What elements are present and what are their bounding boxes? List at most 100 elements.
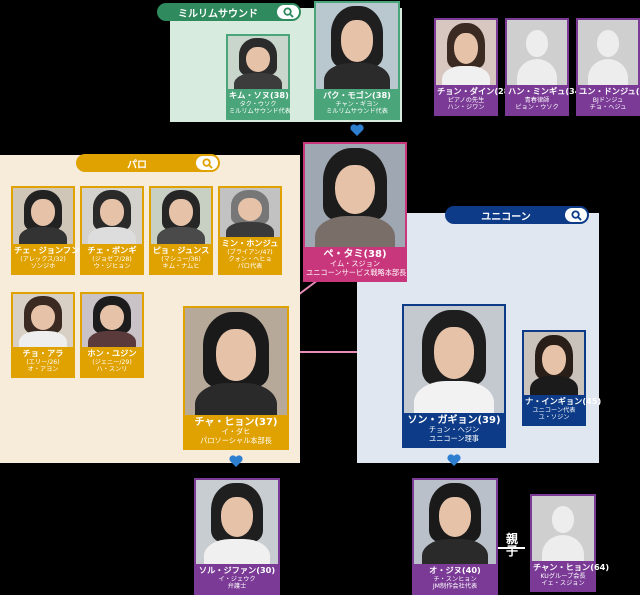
portrait <box>414 480 496 565</box>
portrait <box>305 144 405 247</box>
person-card-min-honju[interactable]: ミン・ホンジュ (ブライアン/47) クォン・ヘヒョ パロ代表 <box>218 186 282 275</box>
portrait <box>532 496 594 562</box>
person-card-na-ingyeong[interactable]: ナ・インギョン(45) ユニコーン代表 ユ・ソジン <box>522 330 602 426</box>
person-card-che-bongi[interactable]: チェ・ボンギ (ジョゼフ/28) ウ・ジヒョン <box>80 186 144 275</box>
person-role: チ・スンヒョン <box>433 575 477 583</box>
portrait <box>507 20 567 86</box>
heart-icon <box>229 455 243 467</box>
search-icon[interactable] <box>565 208 587 222</box>
person-role: イ・ダヒ <box>221 427 251 437</box>
person-role: (ジョゼフ/28) <box>92 255 132 263</box>
person-card-yun-donggu[interactable]: ユン・ドンジュ(24) BJドンジュ チョ・ヘジュ <box>576 18 640 116</box>
person-title: ピョン・ウソク <box>515 103 559 111</box>
person-role: 青春律師 <box>524 96 550 104</box>
portrait <box>185 308 287 415</box>
person-title: ハ・スンリ <box>96 365 128 373</box>
person-name: ナ・インギョン(45) <box>525 396 602 407</box>
portrait <box>578 20 638 86</box>
group-label-mirirum-text: ミルリムサウンド <box>178 8 258 20</box>
person-card-kim-sonu[interactable]: キム・ソヌ(38) タク・ウソク ミルリムサウンド代表 <box>226 34 291 120</box>
person-name: キム・ソヌ(38) <box>229 90 289 101</box>
portrait <box>82 294 142 348</box>
person-card-hon-yujin[interactable]: ホン・ユジン (ジェニー/29) ハ・スンリ <box>80 292 144 378</box>
person-name: チェ・ボンギ <box>87 245 137 256</box>
group-label-palo-text: パロ <box>127 159 147 171</box>
group-label-unicorn[interactable]: ユニコーン <box>445 206 589 224</box>
person-title: イェ・スジョン <box>541 579 585 587</box>
person-title: ミルリムサウンド代表 <box>229 107 291 115</box>
portrait <box>13 188 73 245</box>
person-role: (アレックス/32) <box>20 255 66 263</box>
person-title: ユニコーンサービス戦略本部長 <box>306 267 407 277</box>
search-icon[interactable] <box>196 156 218 170</box>
person-role: ピアノの先生 <box>447 96 485 104</box>
heart-icon <box>350 124 364 136</box>
person-name: パク・モゴン(38) <box>323 90 391 101</box>
portrait <box>151 188 211 245</box>
person-role: イ・ジェウク <box>218 575 256 583</box>
person-name: ペ・タミ(38) <box>323 248 387 260</box>
person-role: KUグループ会長 <box>540 572 586 580</box>
portrait <box>404 306 504 413</box>
person-role: (マシュー/36) <box>161 255 201 263</box>
person-role: イム・スジョン <box>329 259 381 269</box>
person-title: キム・ナムヒ <box>162 262 200 270</box>
person-card-sol-jipan[interactable]: ソル・ジファン(30) イ・ジェウク 弁護士 <box>194 478 280 595</box>
portrait <box>82 188 142 245</box>
person-name: オ・ジヌ(40) <box>429 565 481 576</box>
person-name: ソル・ジファン(30) <box>198 565 276 576</box>
heart-icon <box>447 454 461 466</box>
person-card-cho-ara[interactable]: チョ・アラ (エリー/26) オ・アヨン <box>11 292 75 378</box>
placeholder-silhouette-icon <box>507 20 567 86</box>
person-title: チョ・ヘジュ <box>589 103 627 111</box>
person-card-pyo-junsu[interactable]: ピョ・ジュンス (マシュー/36) キム・ナムヒ <box>149 186 213 275</box>
person-title: クォン・ヘヒョ <box>228 255 272 263</box>
person-role: BJドンジュ <box>592 96 624 104</box>
person-name: ミン・ホンジュ <box>221 238 279 249</box>
person-card-chan-hyeon[interactable]: チャン・ヒョン(64) KUグループ会長 イェ・スジョン <box>530 494 609 592</box>
person-role: ユニコーン代表 <box>532 406 576 414</box>
person-role: タク・ウソク <box>239 100 277 108</box>
person-name: ピョ・ジュンス <box>152 245 210 256</box>
person-role: (エリー/26) <box>26 358 60 366</box>
person-card-jung-dain[interactable]: チョン・ダイン(28) ピアノの先生 ハン・ジワン <box>434 18 514 116</box>
person-card-son-gaheon[interactable]: ソン・ガギョン(39) チョン・ヘジン ユニコーン理事 <box>402 304 506 448</box>
person-name: チョン・ダイン(28) <box>437 86 514 97</box>
group-label-mirirum[interactable]: ミルリムサウンド <box>157 3 301 21</box>
portrait <box>524 332 584 396</box>
person-role: チャン・ギヨン <box>335 100 379 108</box>
person-role: チョン・ヘジン <box>428 425 480 435</box>
person-name: ホン・ユジン <box>87 348 137 359</box>
person-extra: パロ代表 <box>237 262 263 270</box>
portrait <box>196 480 278 565</box>
placeholder-silhouette-icon <box>578 20 638 86</box>
person-card-park-mogeun[interactable]: パク・モゴン(38) チャン・ギヨン ミルリムサウンド代表 <box>314 1 400 120</box>
person-card-pe-tami[interactable]: ペ・タミ(38) イム・スジョン ユニコーンサービス戦略本部長 <box>303 142 407 282</box>
search-icon[interactable] <box>277 5 299 19</box>
person-name: チェ・ジョンフン <box>14 245 80 256</box>
person-title: ミルリムサウンド代表 <box>326 107 388 115</box>
portrait <box>316 3 398 90</box>
portrait <box>220 188 280 238</box>
group-label-palo[interactable]: パロ <box>76 154 220 172</box>
person-card-che-jongpun[interactable]: チェ・ジョンフン (アレックス/32) ソンジホ <box>11 186 80 275</box>
person-name: チャ・ヒョン(37) <box>194 416 278 428</box>
person-name: ソン・ガギョン(39) <box>407 414 501 426</box>
person-name: ハン・ミンギュ(34) <box>508 86 585 97</box>
person-title: オ・アヨン <box>27 365 59 373</box>
person-title: JM制作会社代表 <box>432 582 478 590</box>
person-title: ユ・ソジン <box>538 413 570 421</box>
person-title: パロソーシャル本部長 <box>200 435 272 445</box>
person-name: チョ・アラ <box>22 348 64 359</box>
person-card-han-mingyu[interactable]: ハン・ミンギュ(34) 青春律師 ピョン・ウソク <box>505 18 585 116</box>
person-title: 弁護士 <box>227 582 247 590</box>
person-title: ハン・ジワン <box>447 103 485 111</box>
person-title: ユニコーン理事 <box>429 433 479 443</box>
group-label-unicorn-text: ユニコーン <box>481 211 531 223</box>
person-card-oh-jinu[interactable]: オ・ジヌ(40) チ・スンヒョン JM制作会社代表 <box>412 478 498 595</box>
person-role: (ブライアン/47) <box>227 248 273 256</box>
portrait <box>228 36 288 90</box>
person-role: (ジェニー/29) <box>92 358 132 366</box>
person-title: ソンジホ <box>30 262 56 270</box>
person-card-cha-hyeon[interactable]: チャ・ヒョン(37) イ・ダヒ パロソーシャル本部長 <box>183 306 289 450</box>
